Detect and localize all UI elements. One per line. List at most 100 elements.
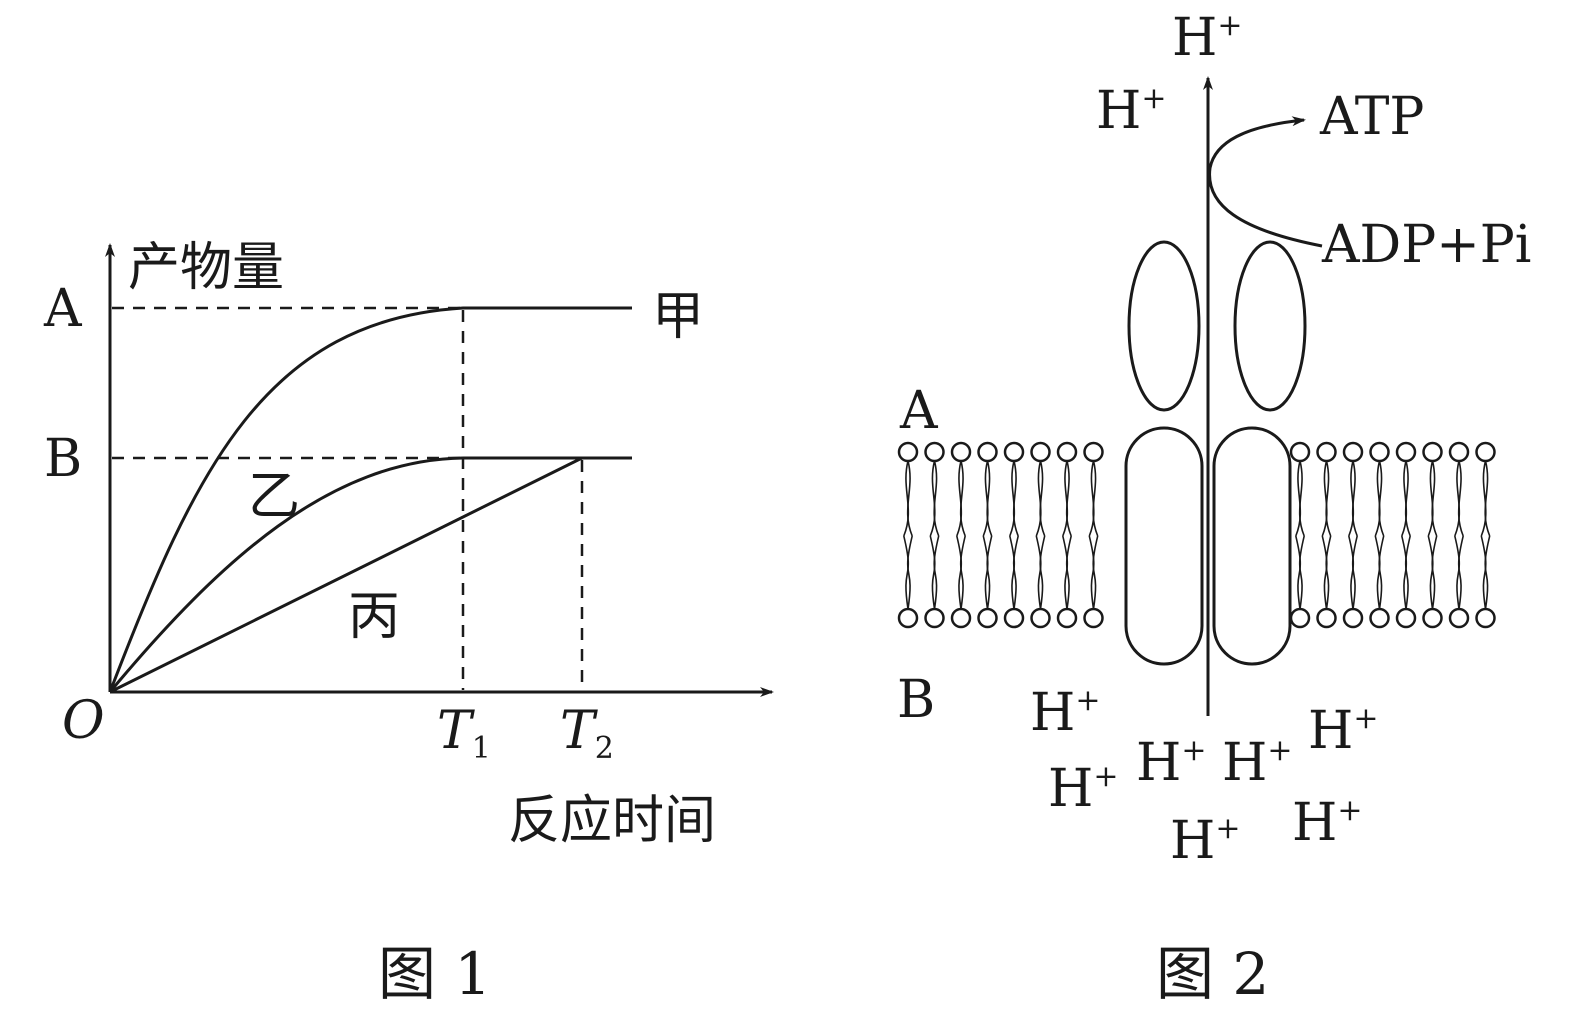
lipid-tail (1088, 535, 1095, 610)
lipid-head (1422, 607, 1443, 629)
tick-label-t2-sub: 2 (595, 731, 614, 766)
lipid-tail (1092, 460, 1099, 537)
proton-label-bottom: H+ (1136, 733, 1207, 793)
lipid-tail (1295, 535, 1302, 610)
tick-label-a: A (43, 279, 83, 339)
lipid-tail (986, 460, 993, 537)
lipid-tail (929, 535, 936, 610)
lipid-head (950, 441, 972, 463)
lipid-tail (1012, 460, 1019, 537)
y-axis-label: 产物量 (128, 238, 284, 298)
lipid-tail (1062, 460, 1069, 537)
lipid-tail (1457, 460, 1464, 537)
lipid-tail (903, 460, 910, 537)
lipid-tail (1088, 460, 1095, 537)
proton-label-bottom: H+ (1292, 793, 1363, 853)
lipid-head (1369, 607, 1390, 629)
lipid-tail (1092, 535, 1099, 610)
lipid-tail (1454, 460, 1461, 537)
lipid-tail (1351, 535, 1358, 610)
lipid-tail (1325, 460, 1332, 537)
lipid-head (1316, 441, 1337, 463)
lipid-tail (956, 535, 963, 610)
lipid-tail (982, 535, 989, 610)
lipid-tail (1062, 535, 1069, 610)
proton-label-bottom: H+ (1170, 811, 1241, 871)
lipid-tail (1431, 535, 1438, 610)
lipid-tail (986, 535, 993, 610)
tick-label-b: B (44, 429, 82, 489)
lipid-tail (1480, 460, 1487, 537)
lipid-tail (1012, 535, 1019, 610)
lipid-tail (1009, 460, 1016, 537)
lipid-tail (1351, 460, 1358, 537)
lipid-head (1369, 441, 1390, 463)
lipid-head (1448, 607, 1470, 629)
lipid-tail (1039, 535, 1046, 610)
lipid-head (1448, 441, 1470, 463)
figure-1: 产物量 A B O T1 T2 反应时间 甲 乙 丙 图 1 (43, 238, 774, 1008)
lipid-tail (1065, 460, 1072, 537)
channel-protein-left (1124, 426, 1204, 666)
lipid-head (1030, 441, 1051, 463)
side-label-b: B (897, 670, 935, 730)
lipid-tail (1454, 535, 1461, 610)
curve-jia (108, 306, 632, 693)
curve-label-yi: 乙 (248, 467, 300, 527)
lipid-tail (933, 460, 940, 537)
lipid-head (1003, 607, 1025, 629)
lipid-tail (1404, 460, 1411, 537)
lipid-head (1395, 607, 1417, 629)
lipid-head (1475, 441, 1496, 463)
lipid-bilayer (897, 441, 1496, 629)
lipid-head (1083, 441, 1104, 463)
proton-label-bottom: H+ (1222, 733, 1293, 793)
lipid-tail (1484, 535, 1491, 610)
curve-bing (109, 456, 583, 694)
lipid-tail (1427, 460, 1434, 537)
lipid-tail (906, 535, 913, 610)
lipid-tail (1295, 460, 1302, 537)
lipid-tail (1321, 535, 1328, 610)
lipid-tail (982, 460, 989, 537)
figure-2: ATP ADP+Pi A B H+H+H+H+H+H+H+H+H+ 图 2 (897, 8, 1531, 1008)
lipid-head (1003, 441, 1025, 463)
proton-labels: H+H+H+H+H+H+H+H+H+ (1030, 8, 1379, 871)
lipid-head (1083, 607, 1104, 629)
lipid-tail (1431, 460, 1438, 537)
channel-protein-right (1212, 426, 1292, 666)
curve-label-bing: 丙 (348, 587, 400, 647)
lipid-head (1056, 441, 1078, 463)
head-subunit-left (1127, 240, 1201, 412)
origin-label: O (62, 691, 105, 751)
lipid-tail (1374, 535, 1381, 610)
lipid-tail (1457, 535, 1464, 610)
side-label-a: A (899, 381, 939, 441)
curve-yi (108, 456, 464, 693)
lipid-tail (1404, 535, 1411, 610)
lipid-head (924, 607, 945, 629)
tick-label-t1: T1 (437, 701, 491, 766)
lipid-tail (906, 460, 913, 537)
lipid-tail (1374, 460, 1381, 537)
lipid-tail (903, 535, 910, 610)
lipid-tail (929, 460, 936, 537)
lipid-tail (1427, 535, 1434, 610)
x-axis-label: 反应时间 (508, 791, 716, 851)
lipid-tail (1378, 460, 1385, 537)
lipid-head (950, 607, 972, 629)
lipid-tail (1378, 535, 1385, 610)
lipid-head (1395, 441, 1417, 463)
lipid-tail (959, 535, 966, 610)
lipid-tail (959, 460, 966, 537)
adp-to-atp-arrow (1208, 116, 1323, 248)
lipid-head (1289, 441, 1311, 463)
proton-label-bottom: H+ (1308, 701, 1379, 761)
lipid-head (1342, 607, 1364, 629)
lipid-head (1316, 607, 1337, 629)
lipid-tail (1298, 535, 1305, 610)
lipid-tail (1321, 460, 1328, 537)
lipid-tail (1065, 535, 1072, 610)
lipid-tail (1298, 460, 1305, 537)
